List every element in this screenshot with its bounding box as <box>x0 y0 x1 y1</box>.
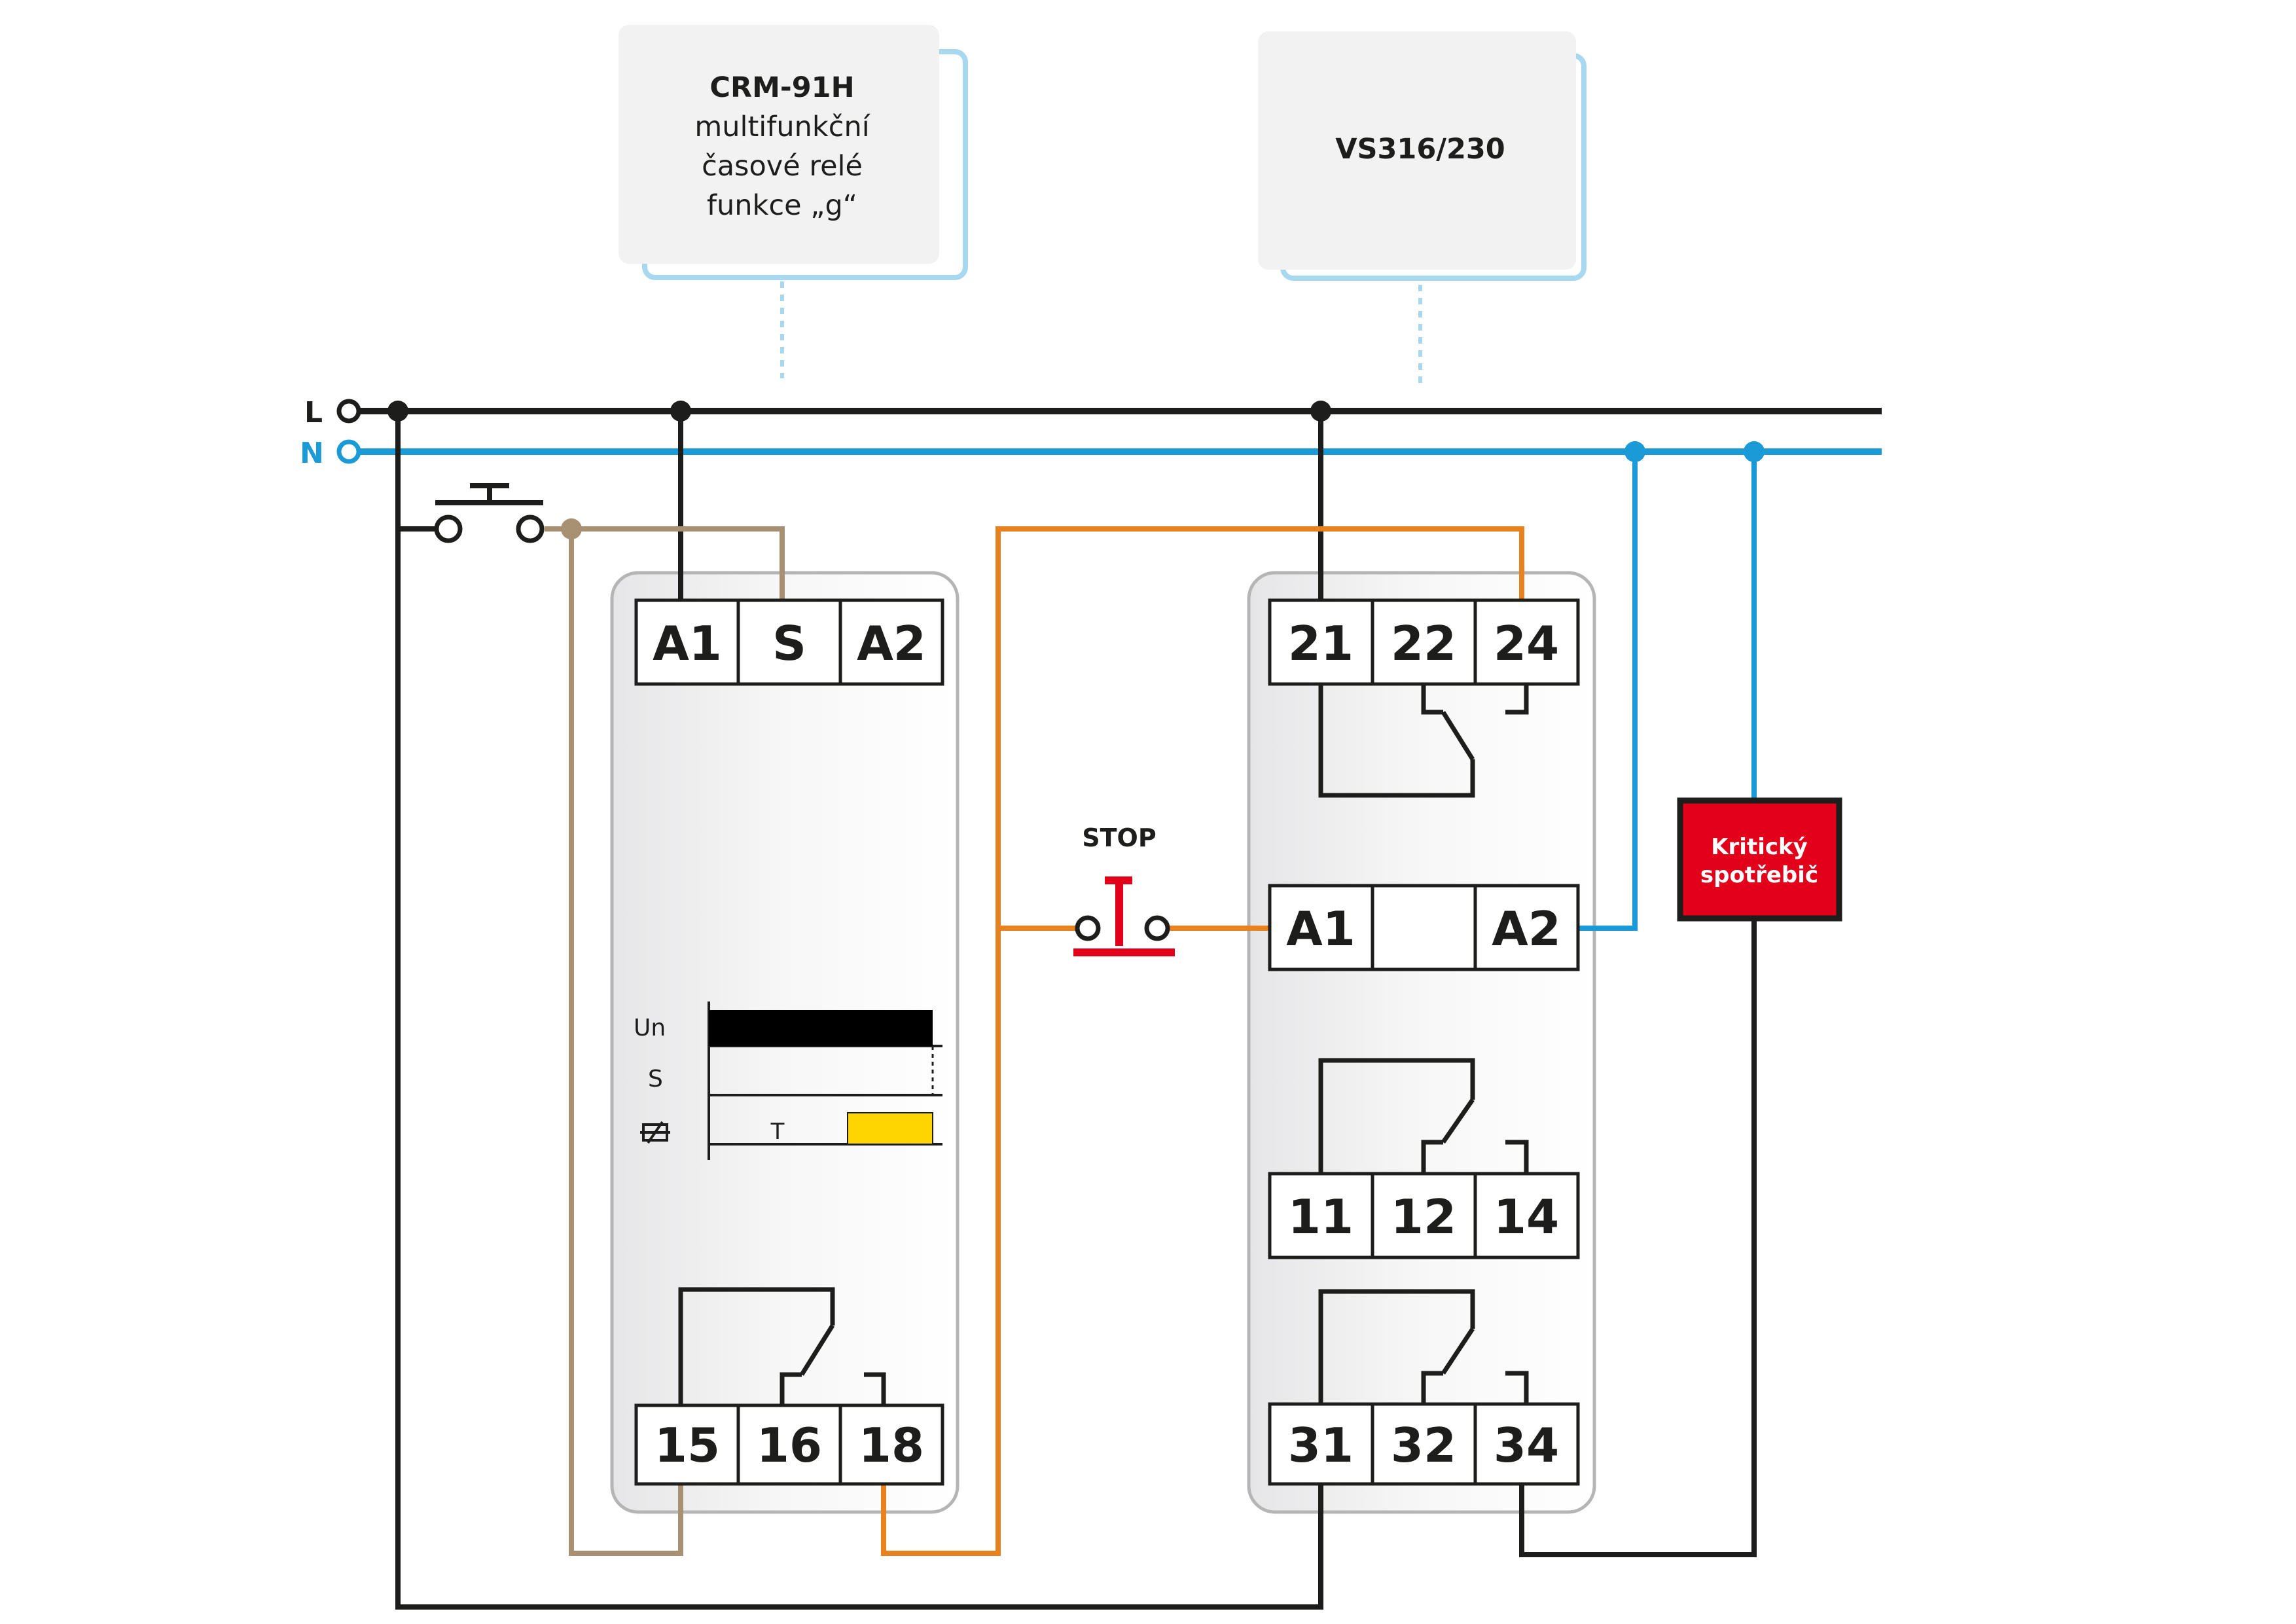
vs-coil-terminal-block <box>1268 884 1580 971</box>
vs-terminal-11: 11 <box>1288 1189 1354 1244</box>
blue-wires <box>1574 452 1757 931</box>
vs-module-housing <box>1247 571 1596 1514</box>
l-line-label: L <box>304 396 323 429</box>
stop-label: STOP <box>1082 823 1156 852</box>
vs-terminal-34: 34 <box>1494 1418 1559 1473</box>
vs-terminal-a1: A1 <box>1286 901 1355 956</box>
vs-terminal-31: 31 <box>1288 1418 1354 1473</box>
crm-timing-diagram: Un S T <box>634 1001 942 1160</box>
crm-card-line-3: funkce „g“ <box>707 189 857 222</box>
timing-un-bar <box>709 1010 933 1046</box>
crm-terminal-18: 18 <box>859 1418 924 1473</box>
critical-load: Kritický spotřebič <box>1677 797 1842 922</box>
vs-terminal-24: 24 <box>1494 616 1559 671</box>
crm-info-card: CRM-91H multifunkční časové relé funkce … <box>619 25 968 280</box>
stop-button: STOP <box>1073 823 1175 956</box>
relay-coil-icon <box>640 1121 670 1144</box>
vs-bottom-terminal-block <box>1268 1402 1580 1486</box>
junction-dots <box>387 401 1765 539</box>
timing-label-s: S <box>648 1066 663 1092</box>
vs-terminal-22: 22 <box>1391 616 1456 671</box>
crm-card-title: CRM-91H <box>709 71 854 104</box>
n-line-label: N <box>300 437 324 470</box>
crm-terminal-a1: A1 <box>653 616 722 671</box>
crm-top-terminal-block <box>634 598 944 686</box>
s-wires <box>545 526 785 1556</box>
vs-terminal-a2: A2 <box>1492 901 1561 956</box>
load-label-line-1: Kritický <box>1711 834 1808 860</box>
crm-terminal-15: 15 <box>655 1418 720 1473</box>
crm-bottom-terminal-block <box>634 1403 944 1486</box>
start-push-button <box>434 483 545 543</box>
l-terminal <box>336 399 361 424</box>
orange-wires <box>881 526 1524 1556</box>
vs-terminal-32: 32 <box>1391 1418 1456 1473</box>
load-label-line-2: spotřebič <box>1700 862 1818 888</box>
vs-terminal-14: 14 <box>1494 1189 1559 1244</box>
crm-card-line-2: časové relé <box>702 150 863 183</box>
vs-terminal-21: 21 <box>1288 616 1354 671</box>
crm-contact-symbol <box>678 1287 886 1405</box>
crm-terminal-16: 16 <box>757 1418 822 1473</box>
crm-card-line-1: multifunkční <box>694 111 870 143</box>
black-wires <box>395 411 1757 1610</box>
crm-terminal-a2: A2 <box>857 616 926 671</box>
vs-terminal-12: 12 <box>1391 1189 1456 1244</box>
n-terminal <box>336 439 361 464</box>
crm-terminal-s: S <box>772 616 806 671</box>
timing-label-t: T <box>770 1119 785 1145</box>
vs-top-terminal-block <box>1268 598 1580 686</box>
vs-info-card: VS316/230 <box>1258 31 1587 281</box>
vs-mid-contact-symbol <box>1318 1058 1529 1174</box>
vs-card-title: VS316/230 <box>1335 133 1505 166</box>
vs-top-contact-symbol <box>1318 684 1529 798</box>
timing-label-un: Un <box>634 1015 666 1041</box>
vs-mid-terminal-block <box>1268 1172 1580 1259</box>
timing-output-bar <box>847 1112 933 1145</box>
vs-bottom-contact-symbol <box>1318 1289 1529 1404</box>
